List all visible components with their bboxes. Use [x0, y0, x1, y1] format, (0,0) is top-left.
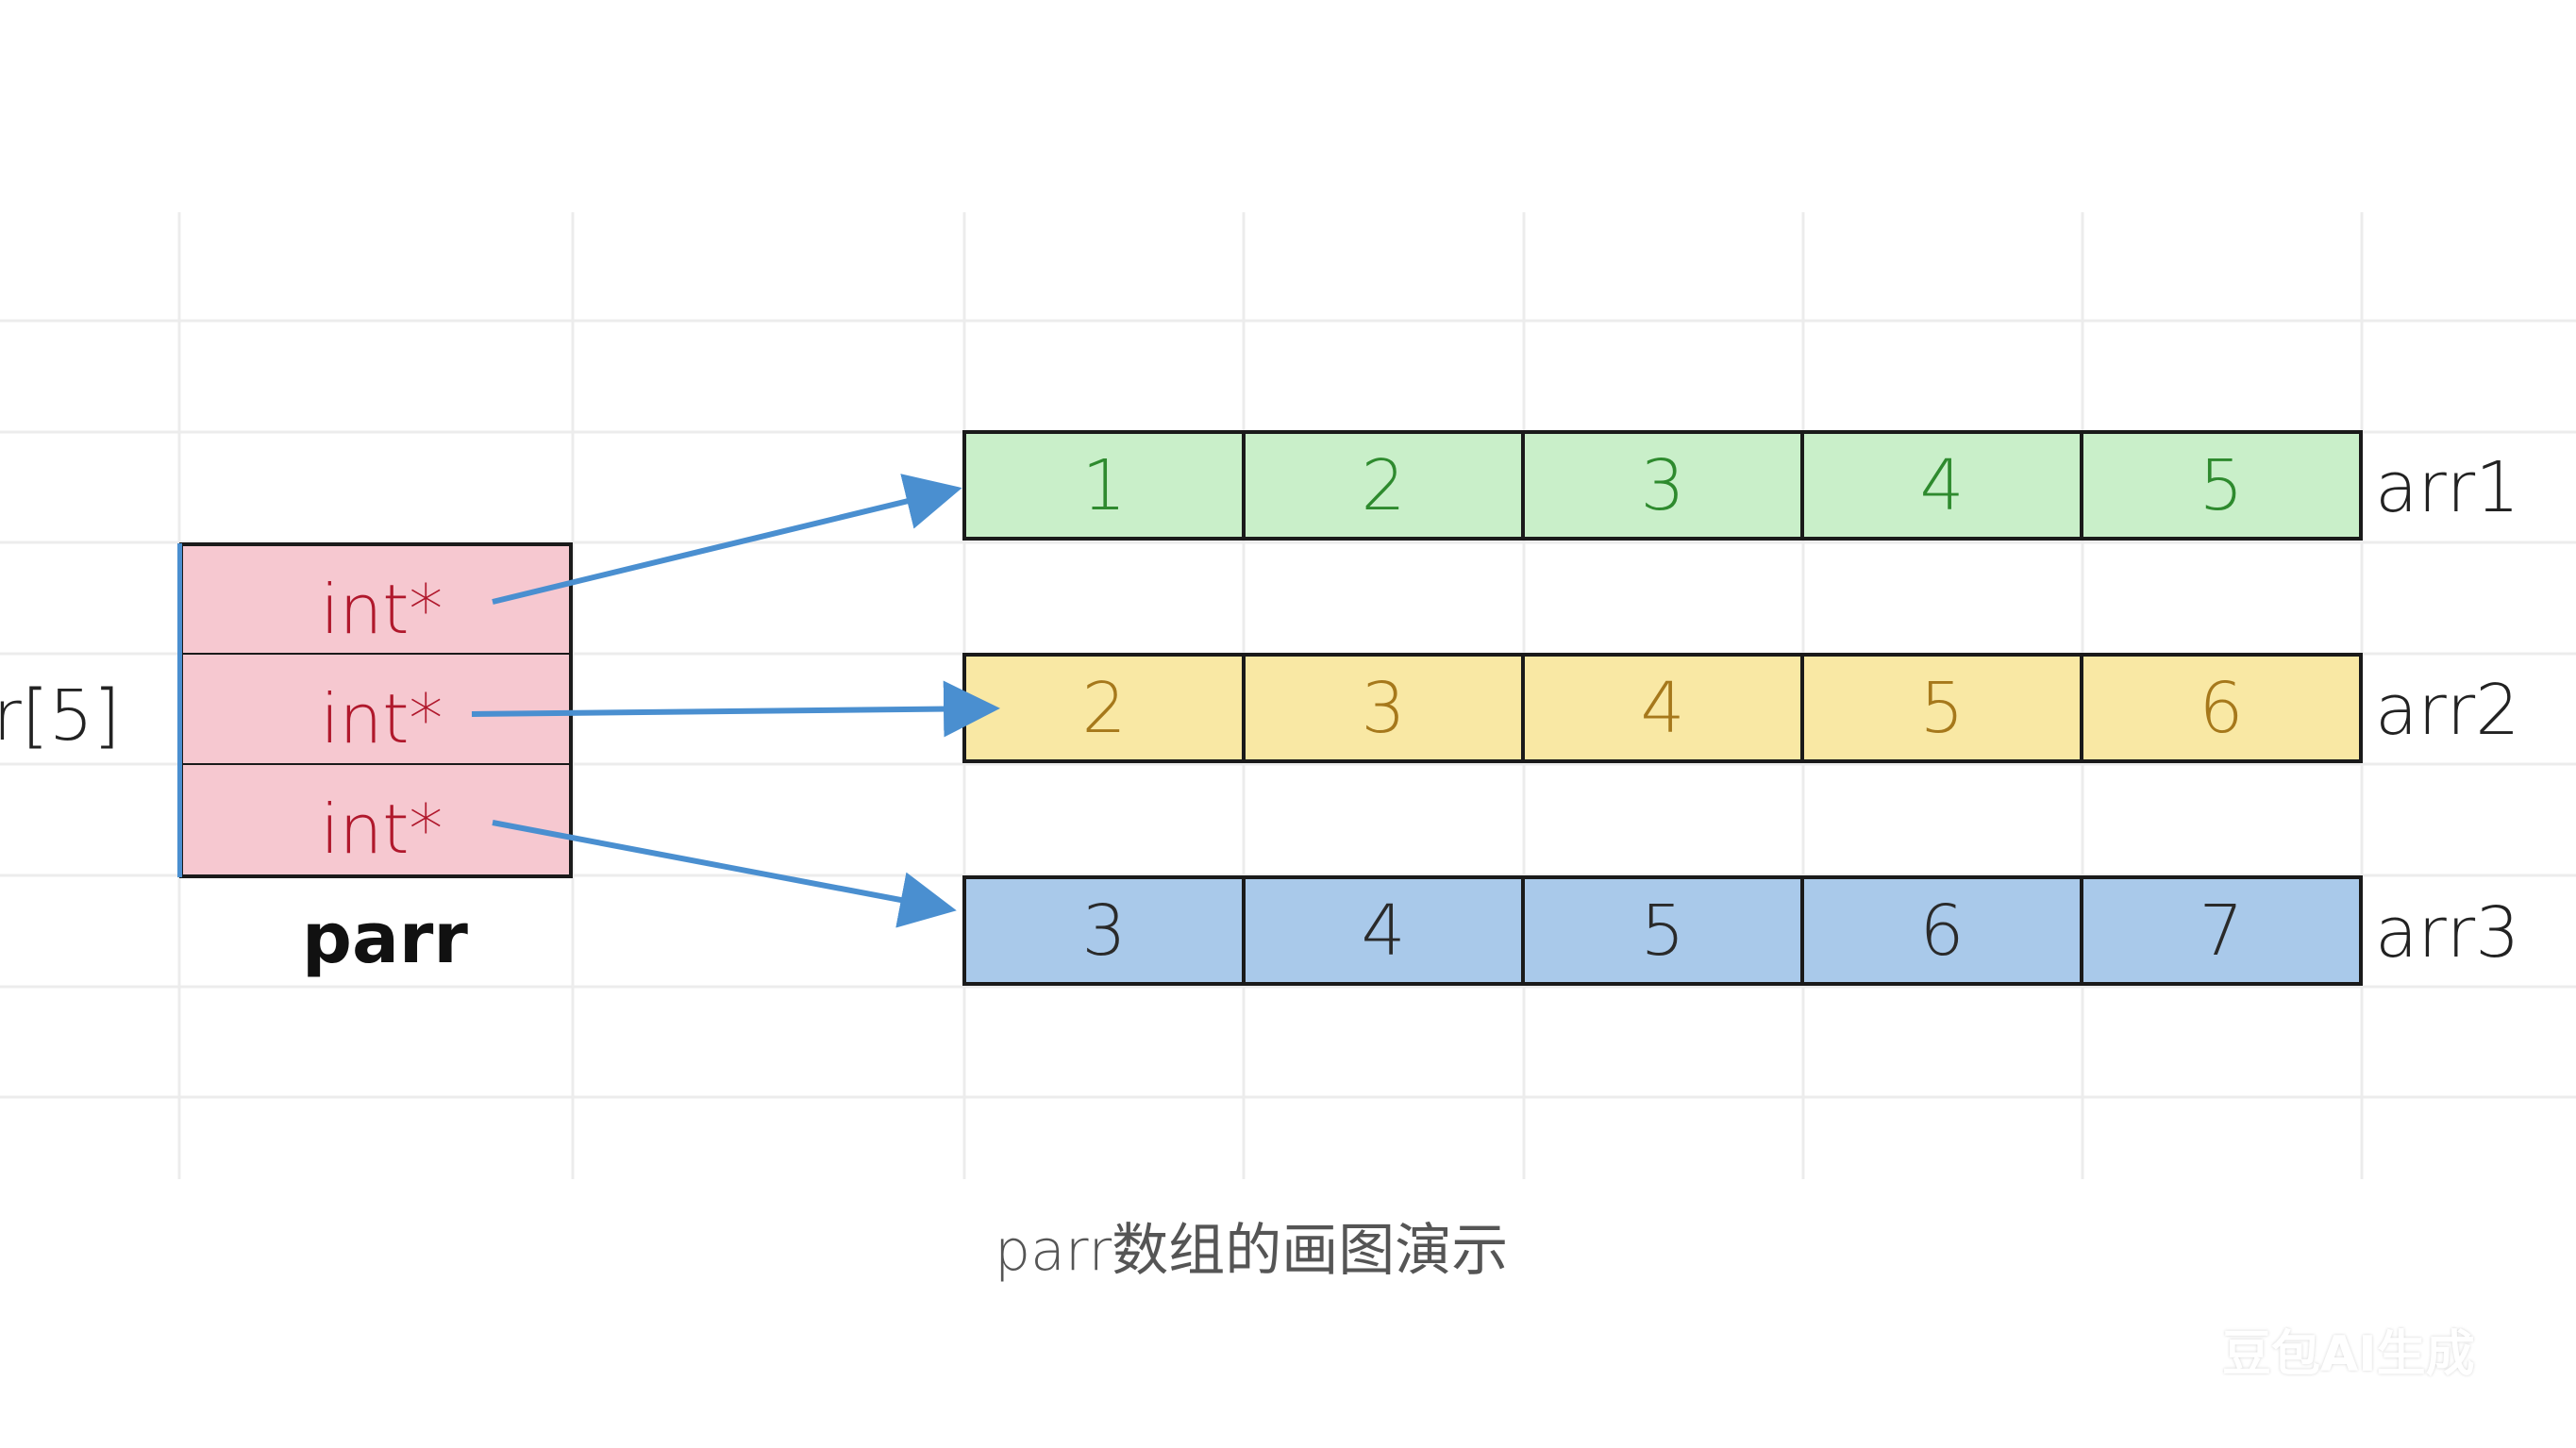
- array-cell: 3: [1242, 653, 1525, 763]
- pointer-cell-type: int*: [320, 569, 443, 649]
- pointer-array-name: parr: [302, 898, 468, 979]
- array-name-label: arr1: [2375, 447, 2520, 528]
- pointer-cell: int*: [179, 653, 573, 765]
- array-cell: 5: [1800, 653, 2083, 763]
- array-name-label: arr2: [2375, 670, 2520, 751]
- array-cell: 4: [1521, 653, 1804, 763]
- array-cell: 6: [2080, 653, 2363, 763]
- pointer-cell: int*: [179, 763, 573, 878]
- pointer-array-declaration: rr[5]: [0, 675, 121, 757]
- pointer-cell-type: int*: [320, 790, 443, 869]
- pointer-array-left-bar: [177, 543, 182, 877]
- array-cell: 3: [1521, 430, 1804, 541]
- array-cell: 4: [1800, 430, 2083, 541]
- array-cell: 6: [1800, 875, 2083, 986]
- array-cell: 2: [1242, 430, 1525, 541]
- pointer-cell-type: int*: [320, 678, 443, 758]
- watermark: 豆包AI生成: [2222, 1326, 2475, 1383]
- pointer-cell: int*: [179, 542, 573, 655]
- array-cell: 5: [2080, 430, 2363, 541]
- array-name-label: arr3: [2375, 892, 2520, 974]
- array-cell: 3: [962, 875, 1246, 986]
- array-cell: 1: [962, 430, 1246, 541]
- array-cell: 2: [962, 653, 1246, 763]
- array-cell: 5: [1521, 875, 1804, 986]
- caption: parr数组的画图演示: [995, 1218, 1509, 1284]
- array-cell: 4: [1242, 875, 1525, 986]
- array-cell: 7: [2080, 875, 2363, 986]
